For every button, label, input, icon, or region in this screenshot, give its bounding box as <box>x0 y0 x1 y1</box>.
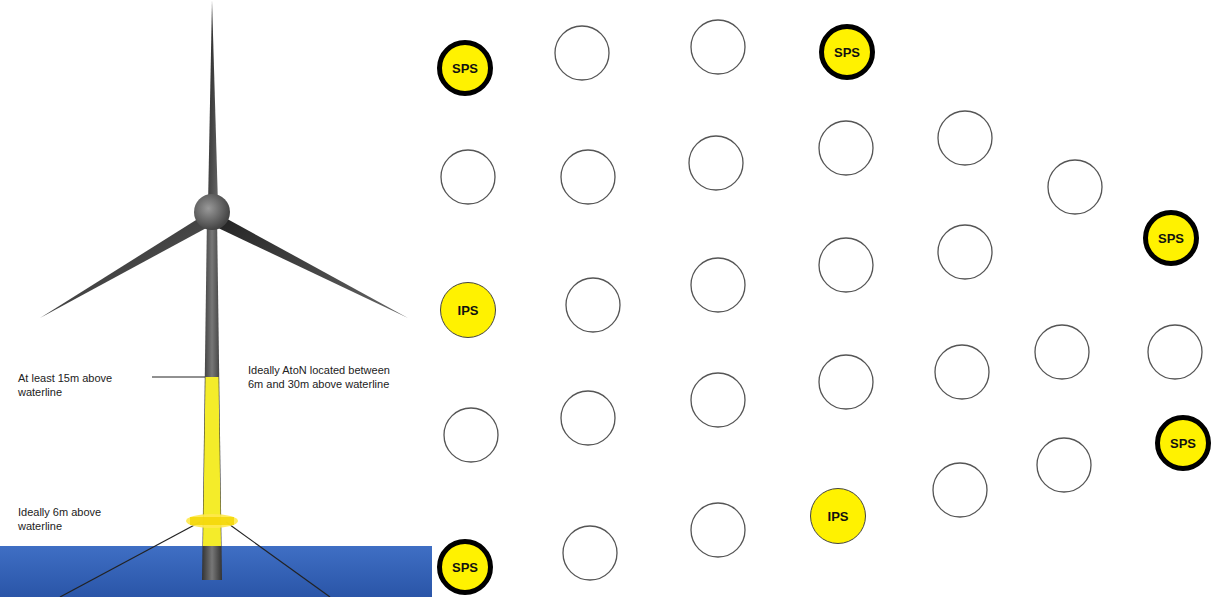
marker-label: SPS <box>1158 231 1184 246</box>
sps-marker-circle: SPS <box>1155 415 1211 471</box>
marker-label: SPS <box>834 45 860 60</box>
marker-label: IPS <box>458 303 479 318</box>
height-note: At least 15m above waterline <box>18 371 150 399</box>
ips-marker-circle: IPS <box>440 282 496 338</box>
marker-label: SPS <box>452 61 478 76</box>
ips-marker-circle: IPS <box>810 488 866 544</box>
marker-label: SPS <box>1170 436 1196 451</box>
sps-marker-circle: SPS <box>1143 210 1199 266</box>
sps-marker-circle: SPS <box>437 539 493 595</box>
height-note: Ideally AtoN located between 6m and 30m … <box>248 363 408 391</box>
marker-label: IPS <box>828 509 849 524</box>
plain-turbine-circles <box>441 20 1202 580</box>
sps-marker-circle: SPS <box>819 24 875 80</box>
marker-label: SPS <box>452 560 478 575</box>
height-note: Ideally 6m above waterline <box>18 505 128 533</box>
sps-marker-circle: SPS <box>437 40 493 96</box>
